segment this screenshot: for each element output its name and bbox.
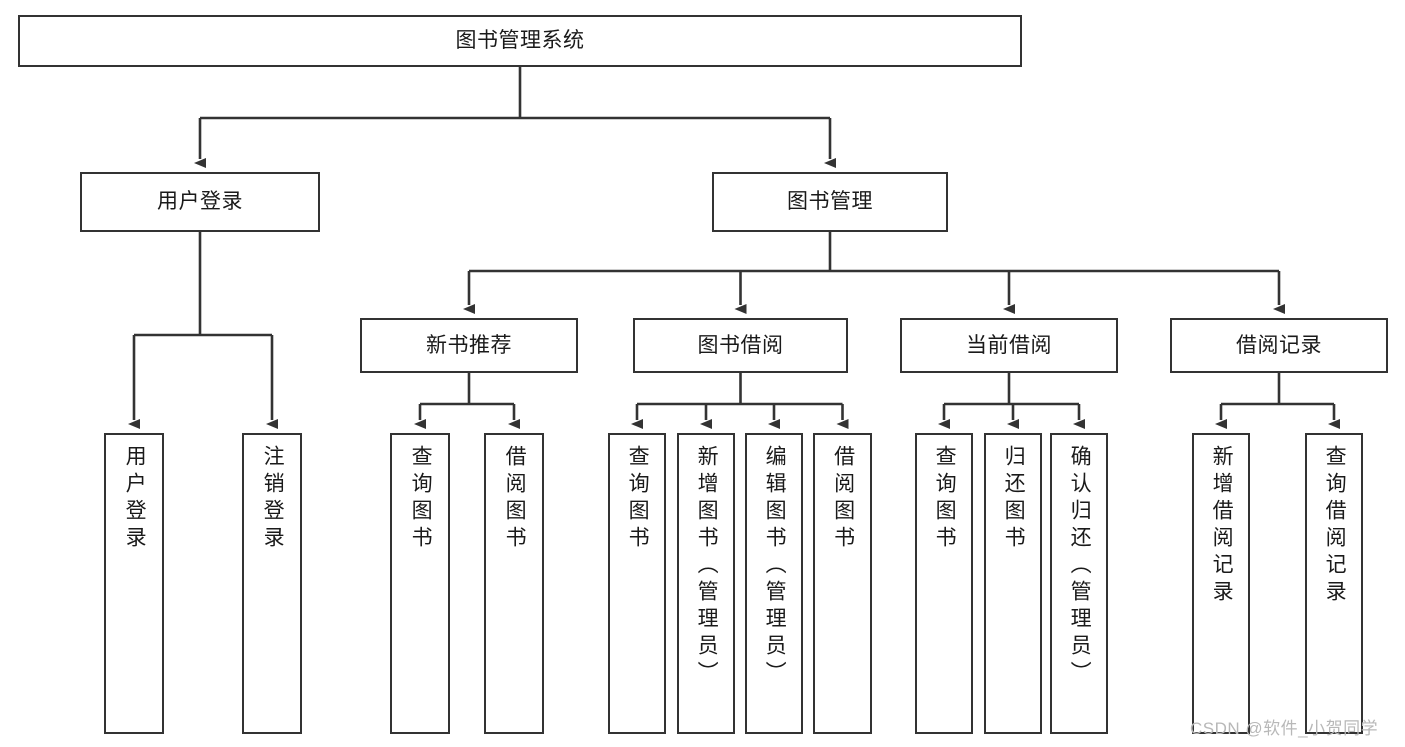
- node-leaf-query-book-1[interactable]: 查询图书: [390, 433, 450, 734]
- node-leaf-add-book[interactable]: 新增图书（管理员）: [677, 433, 735, 734]
- node-leaf-add-borrow-record[interactable]: 新增借阅记录: [1192, 433, 1250, 734]
- node-leaf-query-book-3[interactable]: 查询图书: [915, 433, 973, 734]
- node-label: 查询借阅记录: [1323, 445, 1347, 607]
- node-label: 借阅图书: [503, 445, 527, 553]
- csdn-watermark: CSDN @软件_小贺同学: [1190, 719, 1379, 738]
- node-label: 查询图书: [626, 445, 650, 553]
- node-new-book-recommend[interactable]: 新书推荐: [360, 318, 578, 373]
- node-label: 新增借阅记录: [1210, 445, 1234, 607]
- node-label: 图书管理: [787, 190, 873, 214]
- node-leaf-borrow-book-1[interactable]: 借阅图书: [484, 433, 544, 734]
- node-book-borrow[interactable]: 图书借阅: [633, 318, 848, 373]
- node-label: 图书借阅: [697, 333, 784, 357]
- node-leaf-query-borrow-record[interactable]: 查询借阅记录: [1305, 433, 1363, 734]
- node-label: 注销登录: [261, 445, 285, 553]
- node-label: 查询图书: [933, 445, 957, 553]
- node-label: 用户登录: [157, 190, 243, 214]
- node-label: 新增图书（管理员）: [695, 445, 719, 688]
- node-label: 确认归还（管理员）: [1068, 445, 1092, 688]
- node-leaf-borrow-book-2[interactable]: 借阅图书: [813, 433, 872, 734]
- node-label: 编辑图书（管理员）: [763, 445, 787, 688]
- node-book-management[interactable]: 图书管理: [712, 172, 948, 232]
- node-leaf-query-book-2[interactable]: 查询图书: [608, 433, 666, 734]
- node-leaf-edit-book[interactable]: 编辑图书（管理员）: [745, 433, 803, 734]
- node-root-book-management-system[interactable]: 图书管理系统: [18, 15, 1022, 67]
- node-leaf-return-book[interactable]: 归还图书: [984, 433, 1042, 734]
- node-label: 用户登录: [123, 445, 147, 553]
- node-borrow-record[interactable]: 借阅记录: [1170, 318, 1388, 373]
- node-label: 归还图书: [1002, 445, 1026, 553]
- node-label: 借阅图书: [831, 445, 855, 553]
- node-current-borrow[interactable]: 当前借阅: [900, 318, 1118, 373]
- node-label: 图书管理系统: [455, 29, 585, 53]
- node-label: 查询图书: [409, 445, 433, 553]
- node-leaf-logout[interactable]: 注销登录: [242, 433, 302, 734]
- node-label: 当前借阅: [966, 333, 1052, 357]
- node-user-login[interactable]: 用户登录: [80, 172, 320, 232]
- node-label: 借阅记录: [1236, 333, 1322, 357]
- node-leaf-user-login[interactable]: 用户登录: [104, 433, 164, 734]
- node-leaf-confirm-return[interactable]: 确认归还（管理员）: [1050, 433, 1108, 734]
- node-label: 新书推荐: [426, 333, 512, 357]
